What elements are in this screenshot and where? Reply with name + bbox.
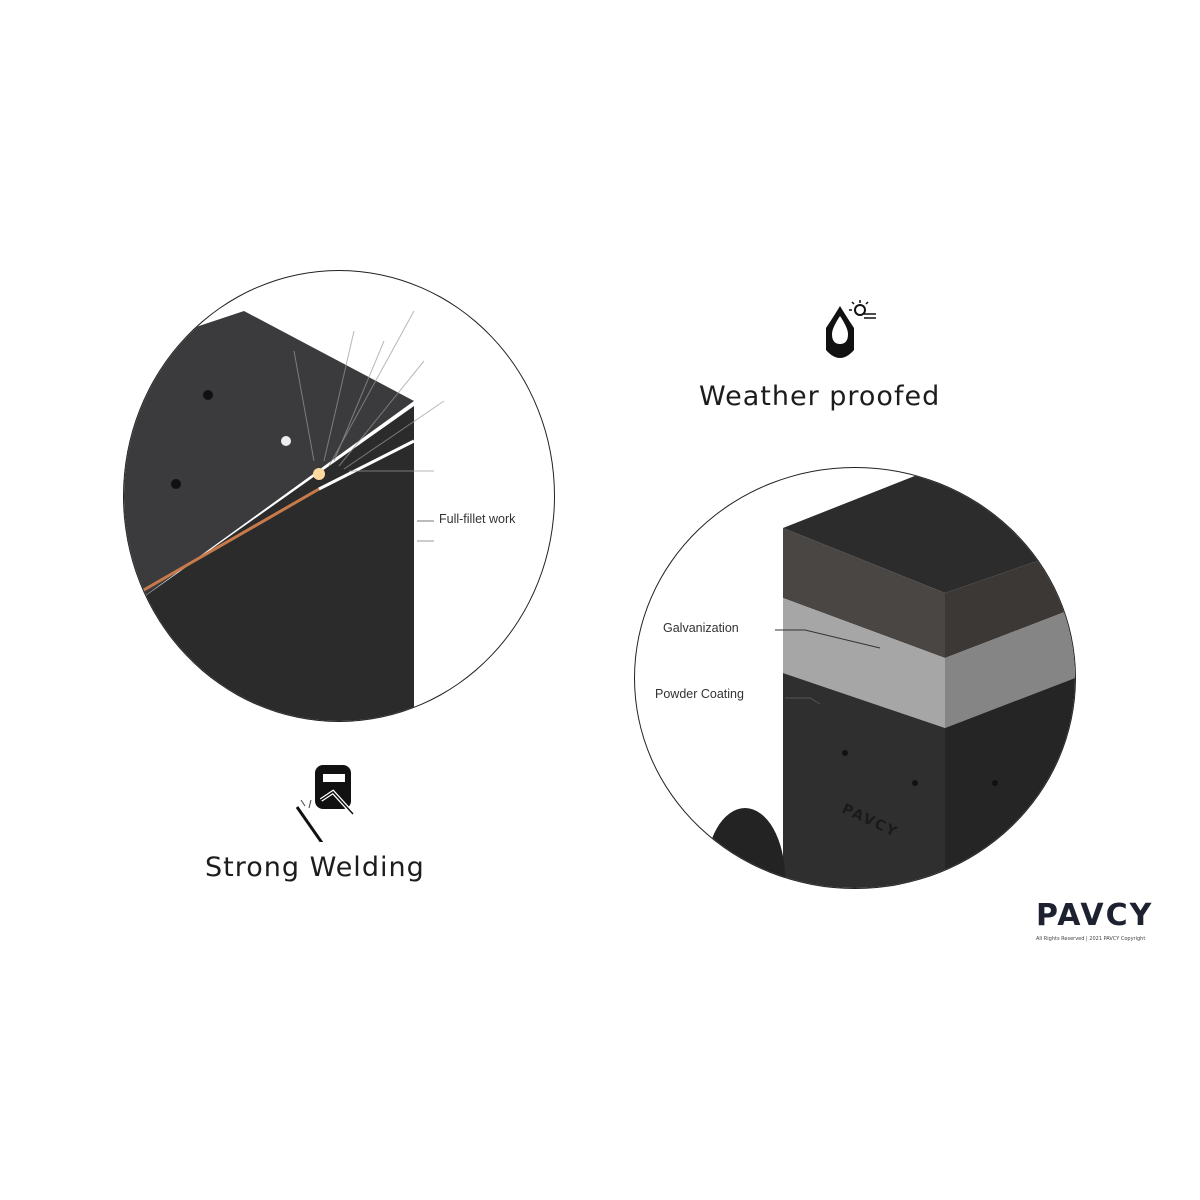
- weather-proofed-heading: Weather proofed: [699, 381, 941, 412]
- brand-logo: PAVCY: [1036, 898, 1154, 933]
- strong-welding-heading: Strong Welding: [205, 852, 425, 883]
- callout-full-fillet: Full-fillet work: [439, 512, 516, 526]
- post-base-illustration: [705, 468, 1075, 888]
- weather-shield-icon: [818, 298, 880, 368]
- callout-powder-coating: Powder Coating: [655, 687, 744, 701]
- welding-bracket-illustration: [124, 310, 445, 721]
- welding-detail-image: [123, 270, 555, 722]
- callout-galvanization: Galvanization: [663, 621, 739, 635]
- welding-helmet-icon: [293, 762, 363, 851]
- coating-detail-image: PAVCY: [634, 467, 1076, 889]
- brand-copyright: All Rights Reserved | 2021 PAVCY Copyrig…: [1036, 936, 1146, 942]
